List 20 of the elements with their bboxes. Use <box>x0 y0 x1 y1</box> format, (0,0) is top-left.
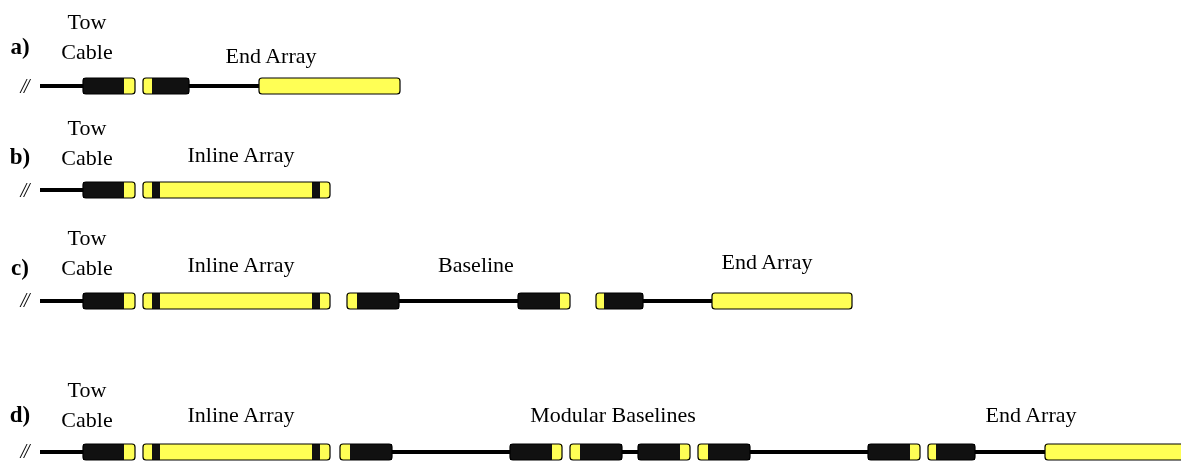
break-mark: // <box>20 439 28 461</box>
section-label: End Array <box>721 248 813 276</box>
section-label: Inline Array <box>187 251 295 279</box>
section-label: End Array <box>225 42 317 70</box>
panel-label: b) <box>9 143 31 171</box>
section-label: Inline Array <box>187 401 295 429</box>
panel-label: d) <box>9 401 31 429</box>
section-label: Modular Baselines <box>530 401 696 429</box>
break-mark: // <box>20 178 28 203</box>
break-mark: // <box>20 74 28 99</box>
break-mark: // <box>20 288 28 313</box>
tow-cable-label: Tow Cable <box>60 376 114 434</box>
panel-label: a) <box>10 33 30 61</box>
panel-label: c) <box>11 254 29 282</box>
section-label: End Array <box>985 401 1077 429</box>
tow-cable-label: Tow Cable <box>60 224 114 282</box>
tow-cable-label: Tow Cable <box>60 114 114 172</box>
tow-cable-label: Tow Cable <box>60 8 114 66</box>
section-label: Baseline <box>438 251 514 279</box>
section-label: Inline Array <box>187 141 295 169</box>
